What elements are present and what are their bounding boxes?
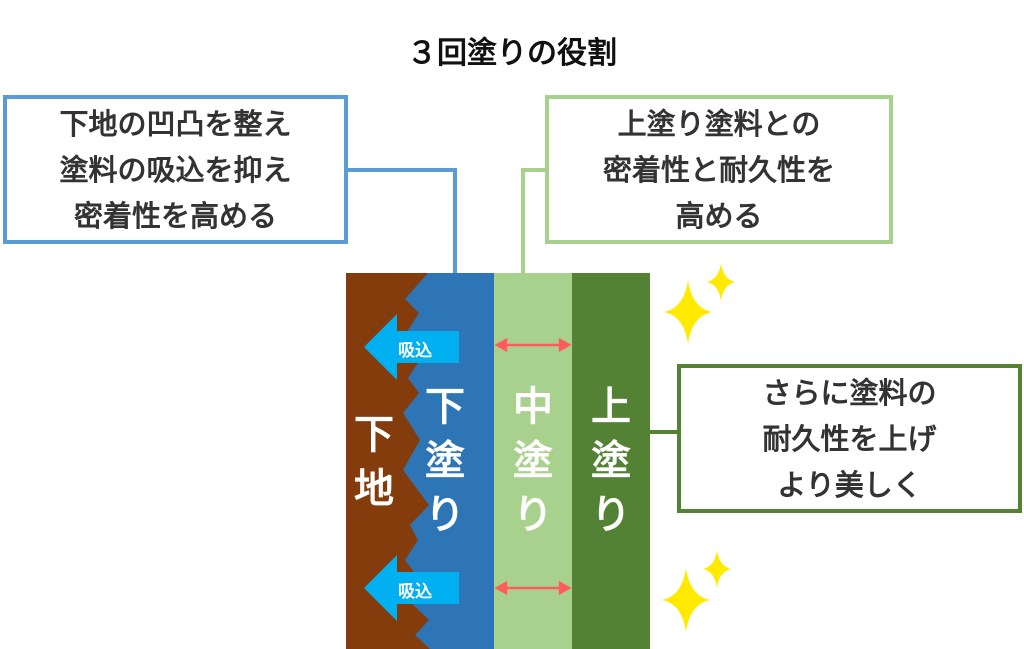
- callout-line: 塗料の吸込を抑え: [59, 152, 292, 187]
- undercoat-callout: 下地の凹凸を整え 塗料の吸込を抑え 密着性を高める: [3, 95, 348, 244]
- substrate-label: 下地: [354, 412, 394, 512]
- sparkle-icon: [662, 263, 735, 632]
- topcoat-callout: さらに塗料の 耐久性を上げ より美しく: [677, 364, 1022, 513]
- midcoat-label: 中塗り: [513, 384, 553, 538]
- diagram-title: ３回塗りの役割: [407, 36, 617, 71]
- absorb-label: 吸込: [398, 341, 432, 361]
- callout-line: 上塗り塗料との: [617, 106, 821, 141]
- topcoat-layer: [572, 273, 650, 649]
- adhesion-arrow-icon: [494, 337, 572, 353]
- callout-line: 耐久性を上げ: [762, 421, 937, 456]
- callout-line: 下地の凹凸を整え: [59, 106, 292, 141]
- callout-line: 密着性と耐久性を: [602, 152, 835, 187]
- undercoat-connector: [347, 168, 457, 273]
- absorb-arrow-icon: [364, 314, 459, 380]
- undercoat-label: 下塗り: [425, 384, 465, 538]
- adhesion-arrow-icon: [494, 580, 572, 596]
- midcoat-callout: 上塗り塗料との 密着性と耐久性を 高める: [545, 95, 893, 244]
- substrate-layer: [346, 273, 430, 649]
- callout-line: さらに塗料の: [762, 375, 937, 410]
- absorb-arrow-icon: [364, 555, 459, 621]
- callout-line: より美しく: [777, 467, 922, 502]
- absorb-label: 吸込: [398, 582, 432, 602]
- callout-line: 密着性を高める: [73, 198, 277, 233]
- midcoat-connector: [521, 168, 546, 273]
- callout-line: 高める: [675, 198, 763, 233]
- topcoat-label: 上塗り: [591, 384, 631, 538]
